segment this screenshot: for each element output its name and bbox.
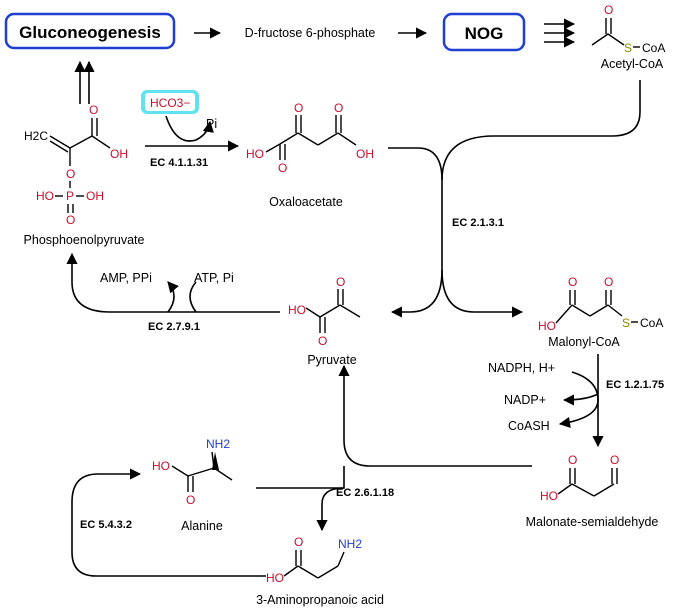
nadph-label: NADPH, H+ [488,361,555,375]
amp-curve-out [167,281,179,313]
fructose-label: D-fructose 6-phosphate [245,26,376,40]
nadp-label: NADP+ [504,393,546,407]
triple-arrow [544,18,576,48]
svg-text:O: O [89,103,98,117]
svg-text:OH: OH [86,189,104,203]
recycle-loop-arrow [71,468,266,577]
nog-label: NOG [465,24,504,43]
svg-text:O: O [318,334,327,348]
svg-text:OH: OH [110,147,128,161]
gluconeogenesis-label: Gluconeogenesis [19,23,161,42]
acetyl-coa-structure: O S CoA [591,3,665,55]
svg-text:HO: HO [538,319,556,333]
malonyl-coa-structure: O HO O S CoA [538,275,663,333]
aminopropanoic-structure: HO O NH2 [266,535,362,585]
ec-2-1-3-1: EC 2.1.3.1 [452,217,504,229]
hco3-inner [145,93,195,111]
pep-label: Phosphoenolpyruvate [24,233,145,247]
malonate-semialdehyde-structure: HO O O [540,453,619,503]
svg-text:H2C: H2C [24,129,48,143]
pyruvate-structure: HO O O [288,275,361,348]
svg-text:CoA: CoA [642,41,665,55]
gluconeogenesis-box [4,12,176,50]
malonyl-coa-label: Malonyl-CoA [548,335,620,349]
svg-text:O: O [568,453,577,467]
svg-text:NH2: NH2 [206,437,230,451]
svg-text:O: O [66,213,75,227]
oxaloacetate-structure: HO O O O OH [246,101,374,175]
junction-to-malonyl [441,269,524,318]
svg-text:O: O [294,101,303,115]
atp-curve-in [189,281,197,313]
svg-text:O: O [294,535,303,549]
amp-ppi-label: AMP, PPi [100,271,152,285]
svg-text:S: S [624,41,632,55]
coash-label: CoASH [508,419,550,433]
svg-text:O: O [186,493,195,507]
svg-text:O: O [604,275,613,289]
ec-2-7-9-1: EC 2.7.9.1 [148,321,200,333]
nog-box [442,12,526,52]
acetyl-coa-label: Acetyl-CoA [601,57,664,71]
svg-text:O: O [334,101,343,115]
svg-text:O: O [568,275,577,289]
svg-text:HO: HO [152,459,170,473]
acetyl-coa-curve [441,80,641,270]
svg-text:O: O [66,167,75,181]
oxaloacetate-curve [388,147,443,181]
semialdehyde-to-pyruvate-arrow [338,364,532,467]
svg-text:O: O [336,275,345,289]
svg-text:CoA: CoA [640,316,663,330]
junction-to-pyruvate [390,269,443,318]
svg-text:HO: HO [540,489,558,503]
malonate-semialdehyde-label: Malonate-semialdehyde [526,515,659,529]
svg-text:P: P [66,189,74,203]
aminopropanoic-label: 3-Aminopropanoic acid [256,593,384,607]
hco3-label: HCO3− [150,96,190,110]
svg-text:HO: HO [288,303,306,317]
pep-to-gluconeogenesis-arrow [74,60,95,104]
pyruvate-label: Pyruvate [307,353,356,367]
svg-text:NH2: NH2 [338,537,362,551]
svg-text:O: O [278,161,287,175]
hco3-curve-arrow [165,115,214,142]
pyruvate-to-pep-arrow [66,252,280,313]
svg-text:OH: OH [356,147,374,161]
ec-5-4-3-2: EC 5.4.3.2 [80,519,132,531]
nadph-curve [558,371,599,428]
transamination-to-aminopropanoic [316,466,345,532]
svg-text:HO: HO [266,571,284,585]
svg-text:O: O [610,453,619,467]
svg-text:O: O [604,3,613,17]
svg-text:S: S [622,316,630,330]
alanine-structure: NH2 HO O [152,437,233,507]
alanine-label: Alanine [181,519,223,533]
oxaloacetate-label: Oxaloacetate [269,195,343,209]
ec-2-6-1-18: EC 2.6.1.18 [336,487,394,499]
ec-4-1-1-31: EC 4.1.1.31 [150,157,208,169]
nadp-curve [562,393,599,406]
pep-structure: H2C O OH O HO P OH O [24,103,128,227]
svg-text:HO: HO [36,189,54,203]
ec-1-2-1-75: EC 1.2.1.75 [606,379,664,391]
svg-text:HO: HO [246,147,264,161]
atp-pi-label: ATP, Pi [194,271,234,285]
